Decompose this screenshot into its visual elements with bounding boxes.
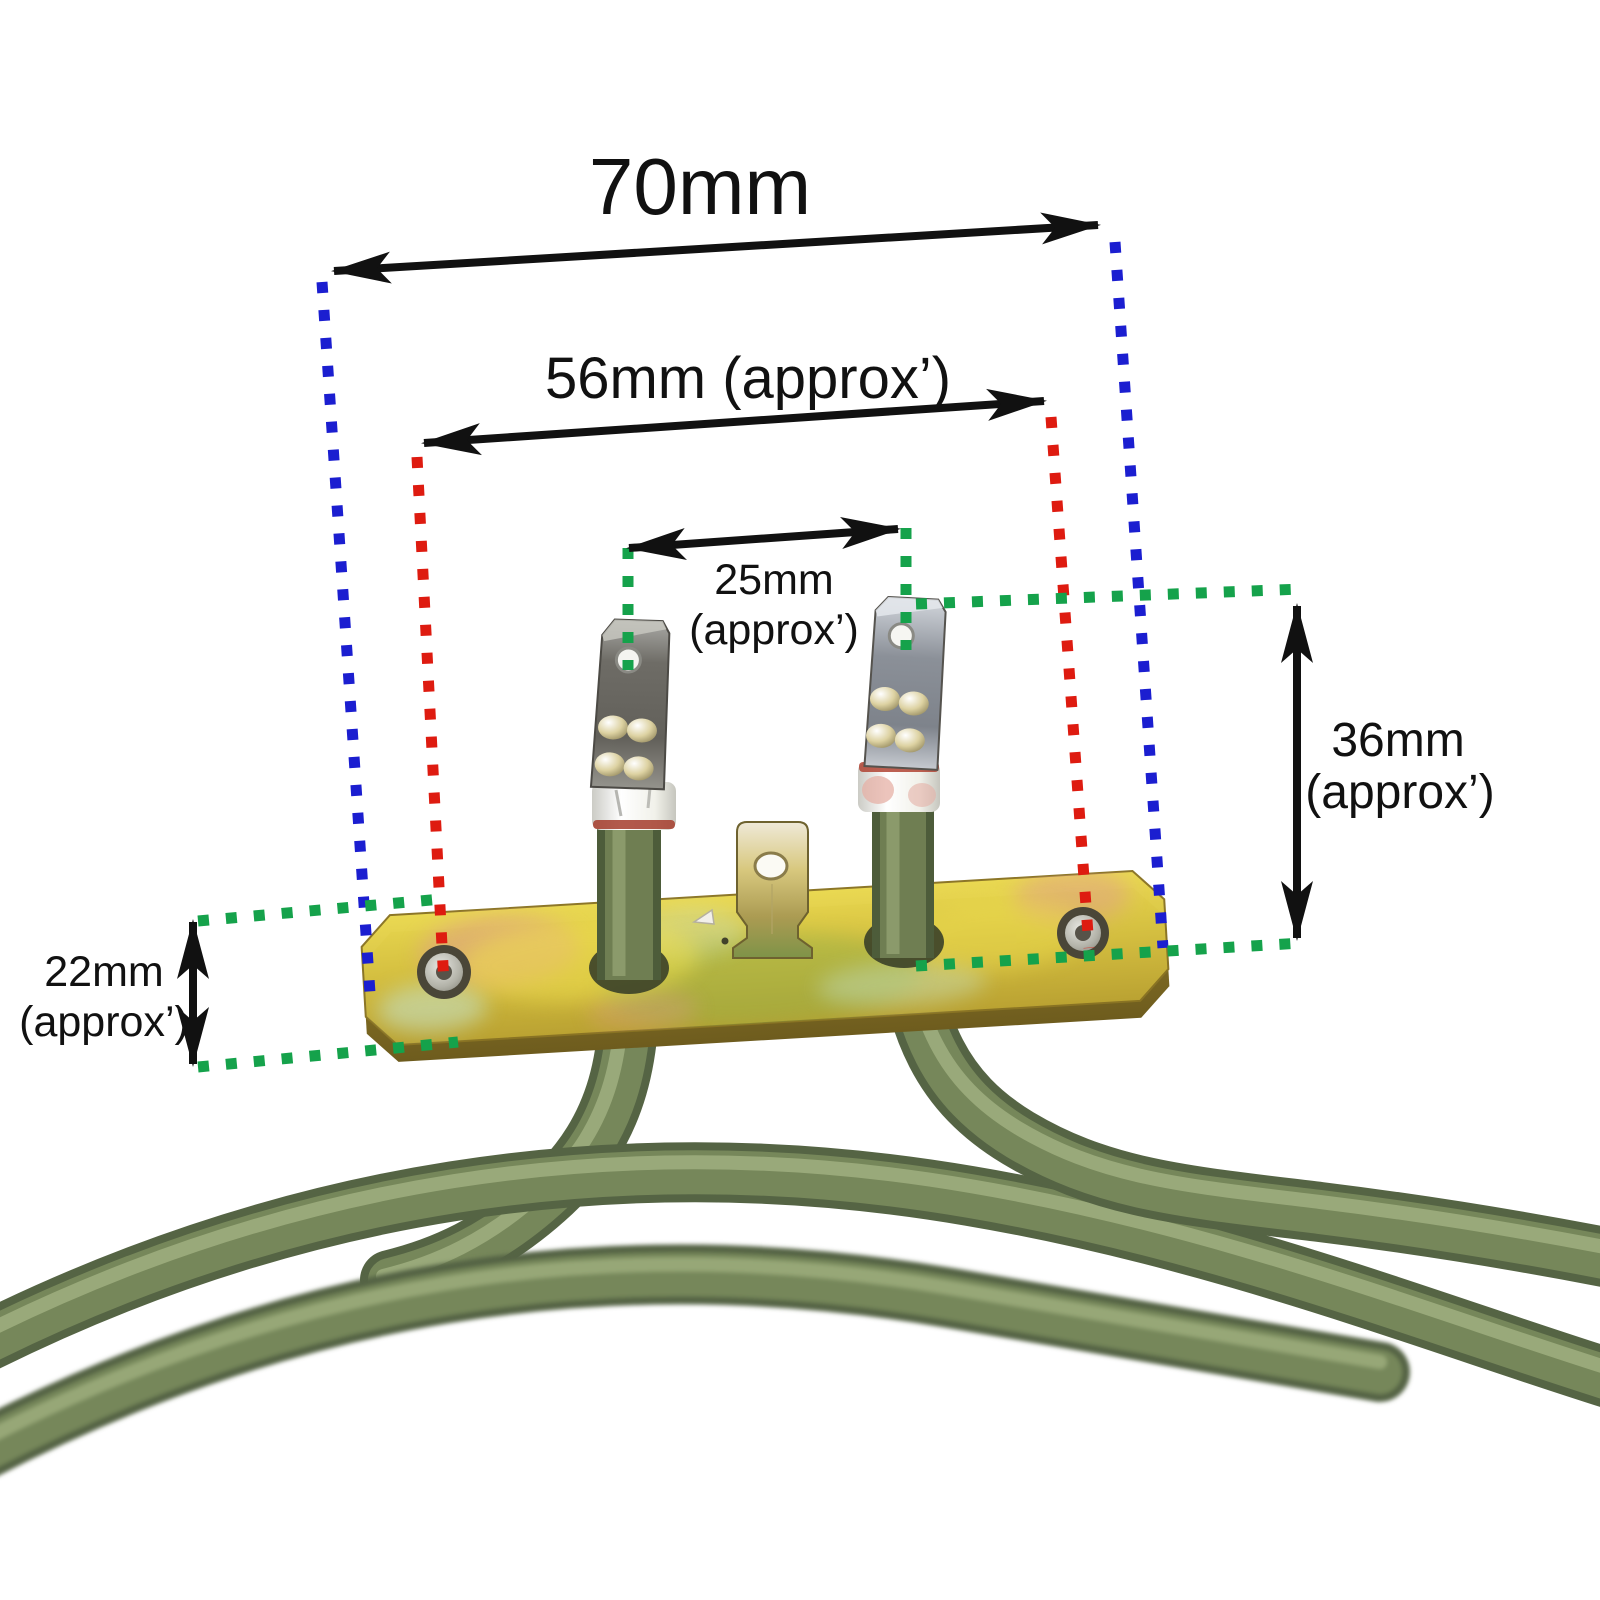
guide-green-36-bottom bbox=[915, 937, 1303, 972]
terminal-tab-left bbox=[589, 618, 671, 791]
label-70mm: 70mm bbox=[589, 142, 811, 231]
label-36mm-line1: 36mm bbox=[1331, 714, 1464, 767]
guide-blue-right bbox=[1109, 241, 1169, 949]
spot-weld bbox=[623, 756, 654, 781]
element-tube-right-leg bbox=[873, 911, 1600, 1287]
mounting-plate bbox=[360, 869, 1170, 1062]
spot-weld bbox=[869, 686, 900, 711]
dark-speck bbox=[721, 937, 729, 945]
earth-spade-terminal bbox=[732, 821, 813, 959]
terminal-pillar-left bbox=[597, 828, 661, 980]
label-25mm-line2: (approx’) bbox=[689, 606, 859, 654]
guide-green-36-top bbox=[915, 583, 1303, 610]
terminal-pillar-right bbox=[872, 806, 934, 958]
ceramic-insulator-left bbox=[592, 782, 676, 830]
arrow-25mm bbox=[626, 517, 901, 560]
screw-hole-right bbox=[1057, 907, 1109, 959]
screw-hole-left bbox=[417, 945, 471, 999]
label-36mm-line2: (approx’) bbox=[1305, 766, 1494, 819]
guide-red-right bbox=[1045, 416, 1095, 949]
spot-weld bbox=[598, 715, 629, 740]
spot-weld bbox=[626, 718, 657, 743]
guide-blue-left bbox=[316, 281, 377, 1009]
element-loop-back-tube bbox=[0, 1244, 1410, 1476]
terminal-tab-right bbox=[863, 595, 947, 771]
ceramic-red-ring-left bbox=[593, 820, 675, 829]
spade-hole bbox=[753, 851, 789, 881]
terminal-hole-left bbox=[614, 646, 642, 674]
spot-weld bbox=[894, 728, 925, 753]
guide-green-22-top bbox=[197, 893, 443, 927]
spot-weld bbox=[866, 723, 897, 748]
white-speck bbox=[691, 908, 715, 925]
spot-weld bbox=[898, 691, 929, 716]
label-22mm-line1: 22mm bbox=[44, 948, 163, 996]
arrow-56mm bbox=[421, 388, 1047, 456]
guide-red-left bbox=[411, 456, 450, 986]
label-56mm: 56mm (approx’) bbox=[545, 346, 951, 411]
label-25mm-line1: 25mm bbox=[714, 556, 833, 604]
element-loop-front-tube bbox=[0, 1142, 1600, 1407]
arrow-70mm bbox=[331, 212, 1101, 284]
spot-weld bbox=[594, 752, 625, 777]
label-22mm-line2: (approx’) bbox=[19, 998, 189, 1046]
